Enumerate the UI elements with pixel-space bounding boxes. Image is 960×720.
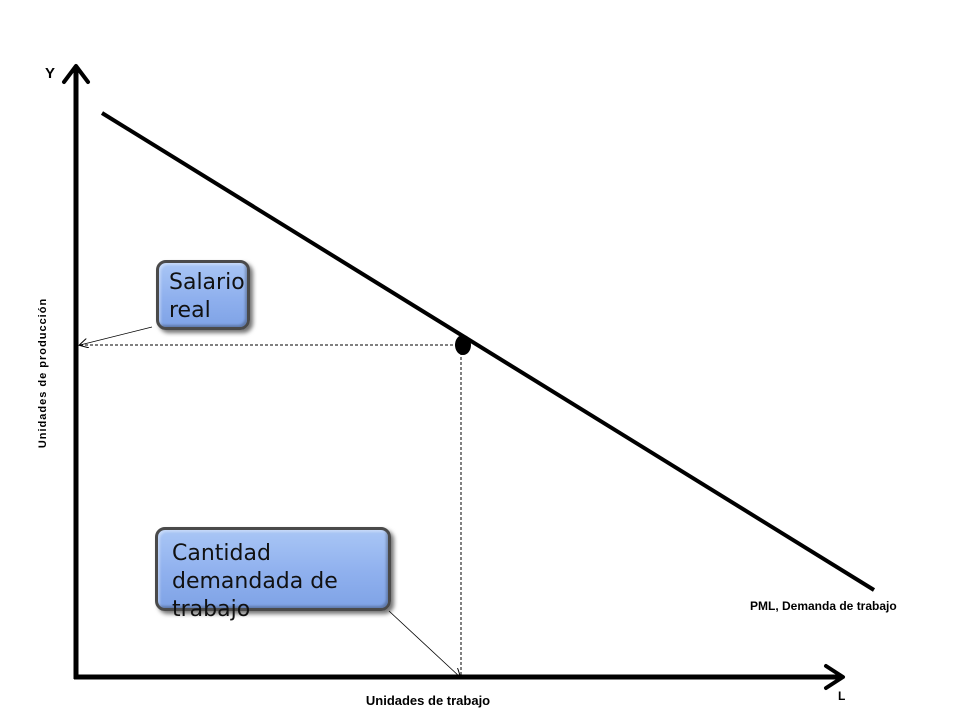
equilibrium-point xyxy=(455,335,471,355)
cantidad-pointer-line xyxy=(388,610,460,677)
demand-curve-label: PML, Demanda de trabajo xyxy=(750,599,897,613)
x-axis-title: Unidades de trabajo xyxy=(366,693,490,708)
cantidad-demandada-label: Cantidad demandada de trabajo xyxy=(172,541,345,622)
salario-real-label: Salario real xyxy=(169,270,245,323)
salario-real-box: Salario real xyxy=(156,260,250,330)
y-axis-arrowhead xyxy=(62,64,90,84)
salario-pointer-line xyxy=(80,326,153,345)
cantidad-demandada-box: Cantidad demandada de trabajo xyxy=(155,527,391,622)
y-axis-title: Unidades de producción xyxy=(37,298,49,448)
demand-curve xyxy=(100,111,876,592)
y-axis-letter: Y xyxy=(45,65,55,82)
x-axis-letter: L xyxy=(838,689,845,703)
x-axis-arrowhead xyxy=(824,664,845,690)
